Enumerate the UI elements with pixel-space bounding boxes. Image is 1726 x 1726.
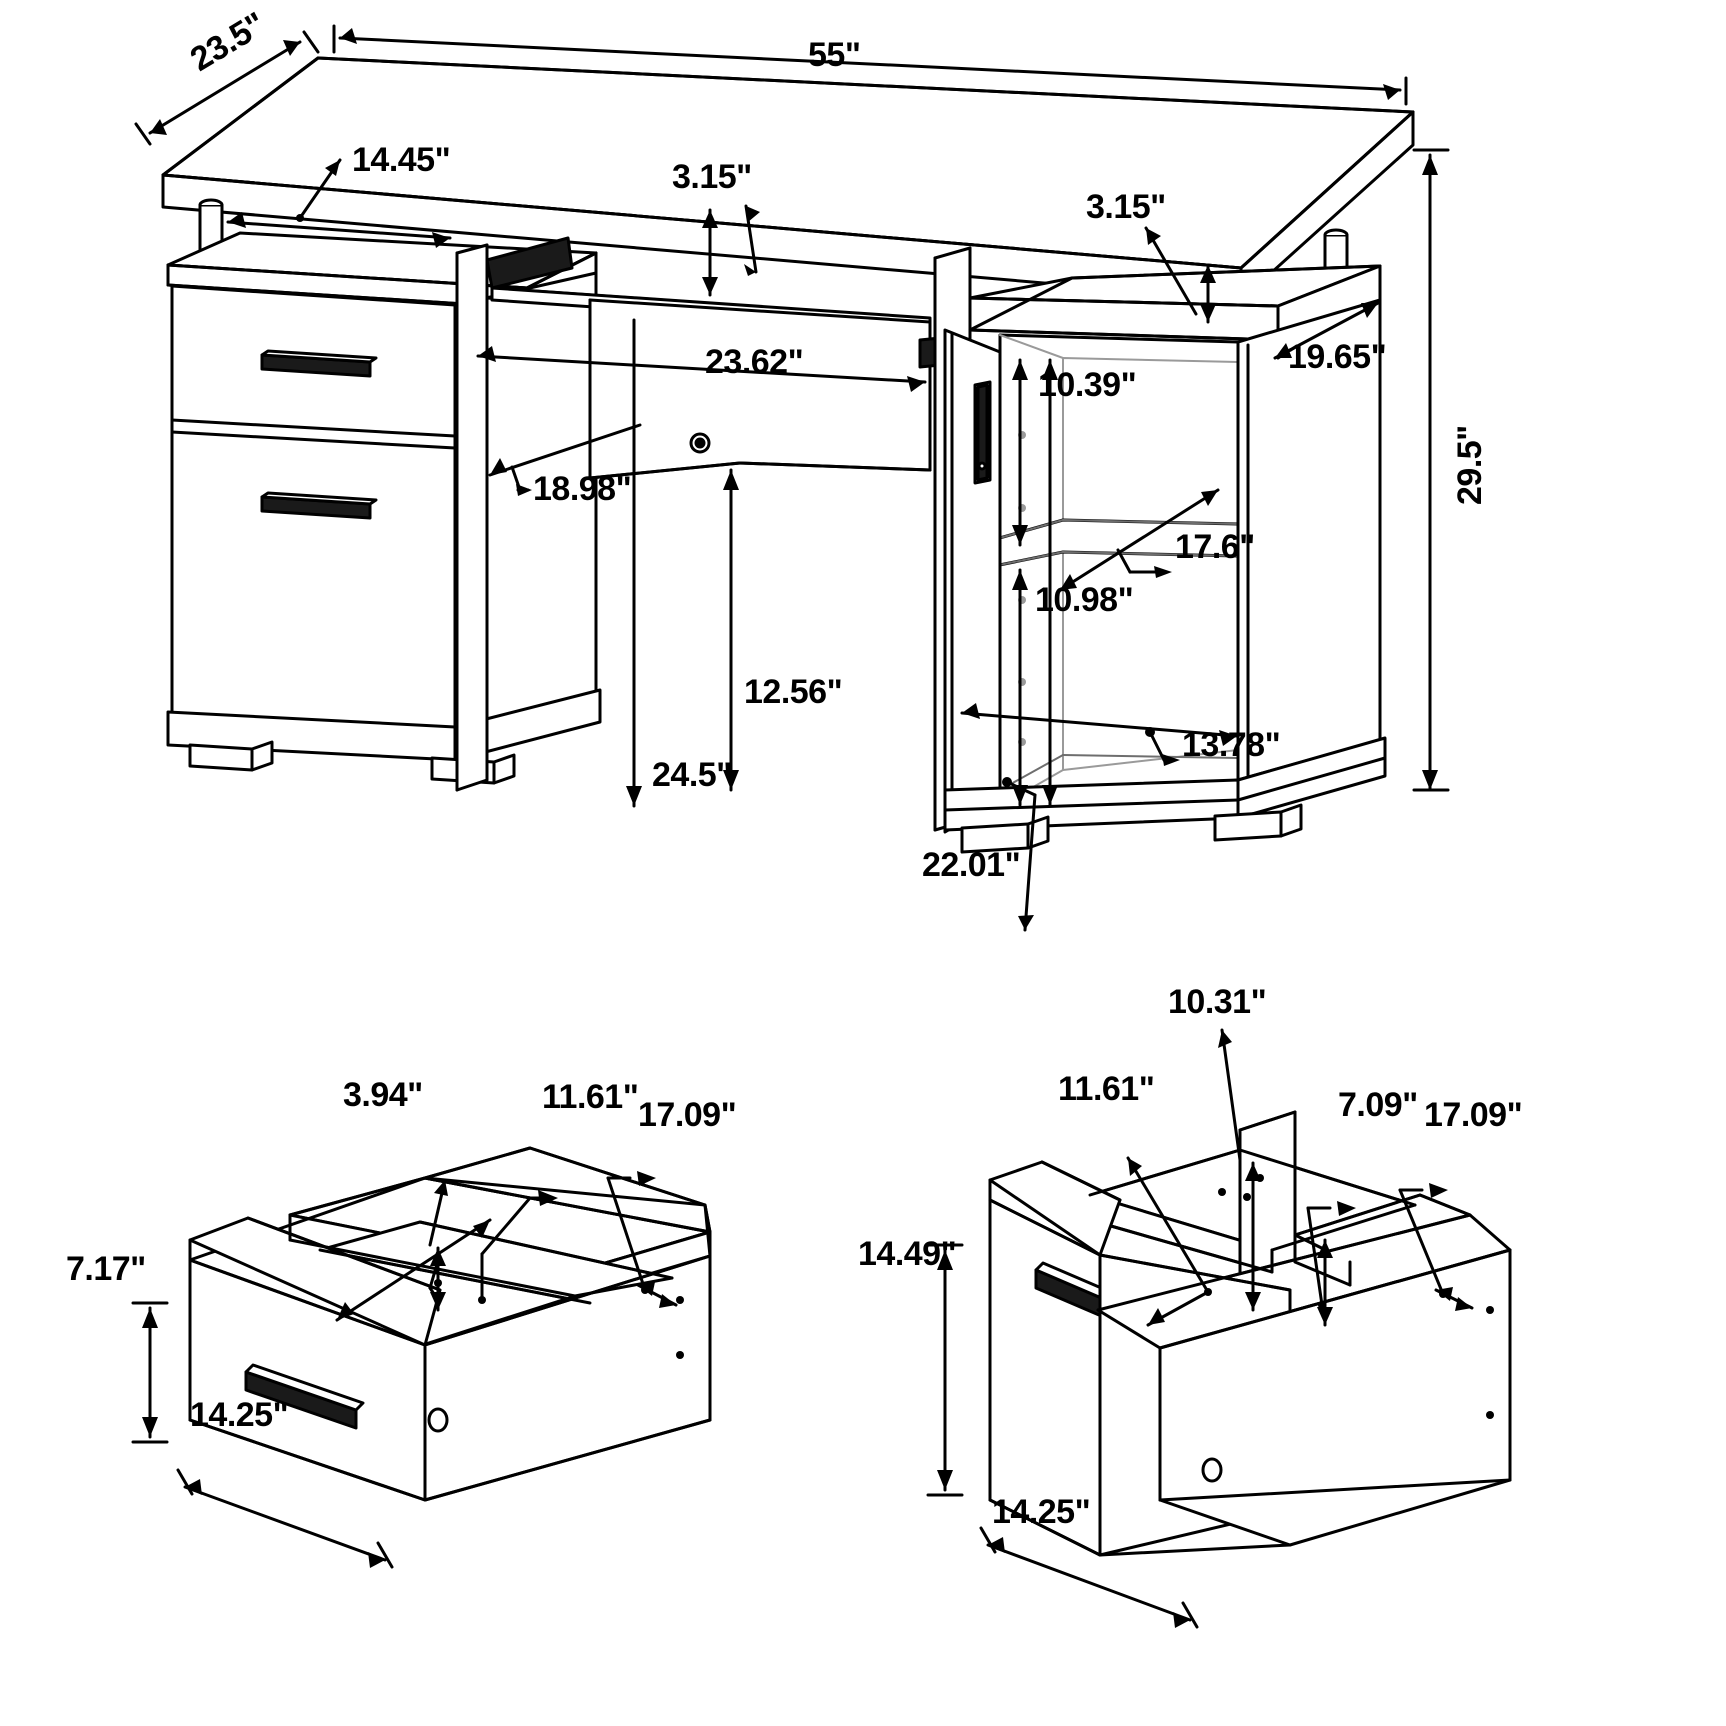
dimension-lines-file-drawer: [926, 1028, 1474, 1629]
dim-desk-width: 55": [808, 36, 861, 74]
dim-small-drawer-inner-width: 11.61": [542, 1078, 639, 1116]
dim-cabinet-inner-width: 13.78": [1182, 726, 1281, 764]
dim-small-drawer-front-height: 7.17": [66, 1250, 146, 1288]
dim-upper-cabinet-height: 10.39": [1038, 366, 1137, 404]
small-drawer-view: [188, 1146, 712, 1502]
small-drawer-handle: [244, 1363, 365, 1430]
dim-file-drawer-divider-height: 10.31": [1168, 983, 1267, 1021]
cabinet-door-handle: [973, 380, 992, 485]
dimension-lines-main: [134, 24, 1450, 932]
dim-keyboard-tray-width: 14.45": [352, 141, 451, 179]
dim-cabinet-height: 22.01": [922, 846, 1021, 884]
right-cabinet: [943, 264, 1387, 854]
dim-file-drawer-inner-depth: 17.09": [1424, 1096, 1523, 1134]
dim-small-drawer-inner-depth: 17.09": [638, 1096, 737, 1134]
dim-pedestal-depth: 18.98": [533, 470, 632, 508]
dim-file-drawer-front-width: 14.25": [992, 1493, 1091, 1531]
dim-top-gap-right: 3.15": [1086, 188, 1166, 226]
keyboard-back-panel: [490, 286, 942, 480]
dim-file-drawer-inner-width: 11.61": [1058, 1070, 1155, 1108]
dim-cabinet-side-depth: 19.65": [1288, 338, 1387, 376]
left-pedestal: [166, 231, 602, 785]
center-divider-panel: [455, 243, 489, 792]
drawer-handle-lower: [260, 491, 378, 520]
dim-top-gap-left: 3.15": [672, 158, 752, 196]
dim-keyboard-opening-width: 23.62": [705, 343, 804, 381]
dim-desk-height: 29.5": [1451, 425, 1489, 505]
dimension-lines-small-drawer: [131, 1171, 678, 1569]
drawer-handle-upper: [260, 349, 378, 378]
dim-file-drawer-rail-height: 7.09": [1338, 1086, 1418, 1124]
file-drawer-view: [988, 1110, 1512, 1557]
dim-shelf-depth: 17.6": [1175, 528, 1255, 566]
dim-lower-cabinet-height: 10.98": [1035, 581, 1134, 619]
dim-small-drawer-inner-height: 3.94": [343, 1076, 423, 1114]
dim-knee-clearance-height: 24.5": [652, 756, 732, 794]
dim-small-drawer-front-width: 14.25": [190, 1396, 289, 1434]
dim-keyboard-tray-height: 12.56": [744, 673, 843, 711]
dim-file-drawer-front-height: 14.49": [858, 1235, 957, 1273]
